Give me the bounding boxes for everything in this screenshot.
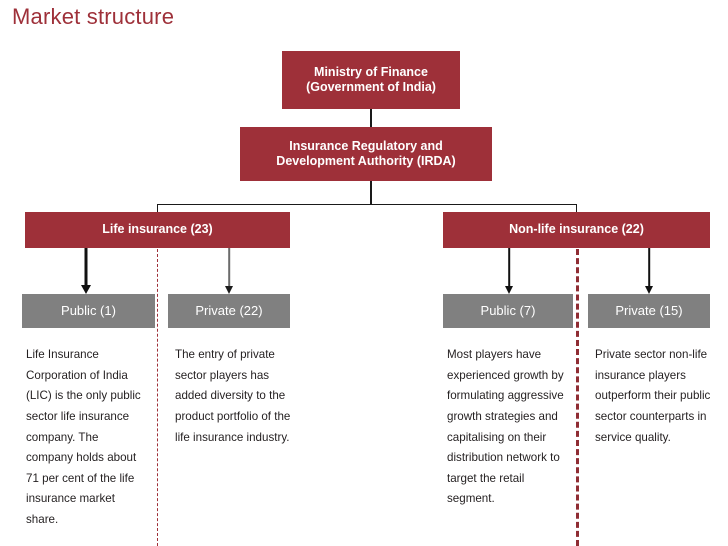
arrow-life-to-public-icon	[80, 248, 92, 294]
description-life-private: The entry of private sector players has …	[175, 348, 291, 444]
node-irda-label: Insurance Regulatory and Development Aut…	[276, 138, 456, 168]
arrow-head	[225, 286, 233, 294]
arrow-shaft	[228, 248, 230, 287]
arrow-shaft	[508, 248, 510, 287]
node-life-public[interactable]: Public (1)	[22, 294, 155, 328]
node-life-private[interactable]: Private (22)	[168, 294, 290, 328]
node-non-life-insurance[interactable]: Non-life insurance (22)	[443, 212, 710, 248]
node-ministry-of-finance-label: Ministry of Finance (Government of India…	[306, 64, 436, 94]
node-nonlife-public-label: Public (7)	[480, 303, 536, 319]
page-title: Market structure	[12, 4, 175, 29]
description-nonlife-public: Most players have experienced growth by …	[447, 348, 564, 506]
arrow-shaft	[648, 248, 650, 287]
node-life-insurance[interactable]: Life insurance (23)	[25, 212, 290, 248]
arrow-nonlife-to-public-icon	[503, 248, 515, 294]
description-nonlife-private: Private sector non-life insurance player…	[595, 348, 711, 444]
node-ministry-of-finance[interactable]: Ministry of Finance (Government of India…	[282, 51, 460, 109]
node-nonlife-private-label: Private (15)	[615, 303, 683, 319]
node-life-insurance-label: Life insurance (23)	[102, 222, 213, 237]
node-non-life-insurance-label: Non-life insurance (22)	[509, 222, 644, 237]
connector-leg-life	[157, 204, 159, 213]
arrow-nonlife-to-private-icon	[643, 248, 655, 294]
divider-nonlife-column	[576, 249, 579, 546]
node-life-public-label: Public (1)	[61, 303, 116, 319]
arrow-head	[81, 285, 91, 294]
node-irda[interactable]: Insurance Regulatory and Development Aut…	[240, 127, 492, 181]
divider-life-column	[157, 249, 158, 546]
arrow-life-to-private-icon	[223, 248, 235, 294]
node-nonlife-public[interactable]: Public (7)	[443, 294, 573, 328]
connector-ministry-to-irda	[370, 109, 372, 127]
description-life-public: Life Insurance Corporation of India (LIC…	[26, 348, 141, 526]
connector-leg-nonlife	[576, 204, 578, 213]
connector-horizontal-bus	[157, 204, 577, 206]
connector-irda-drop	[370, 181, 372, 205]
node-nonlife-private[interactable]: Private (15)	[588, 294, 710, 328]
arrow-shaft	[84, 248, 88, 286]
node-life-private-label: Private (22)	[195, 303, 263, 319]
arrow-head	[645, 286, 653, 294]
arrow-head	[505, 286, 513, 294]
